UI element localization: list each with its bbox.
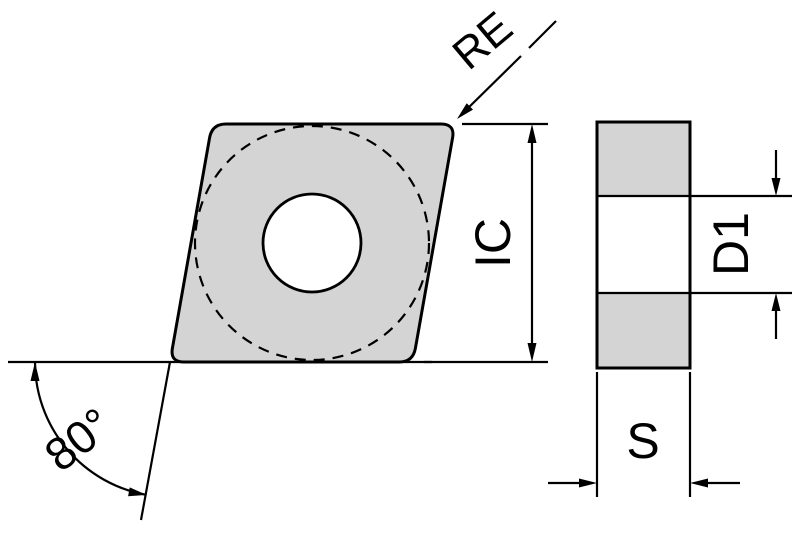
front-view [8,122,455,521]
d1-dimension: D1 [703,150,781,339]
d1-arrowhead-top-icon [771,178,781,196]
s-dimension: S [548,372,740,497]
s-arrowhead-left-icon [579,478,597,488]
re-annotation: RE [444,2,557,119]
side-view-bottom-band [597,293,690,368]
ic-label: IC [465,218,521,268]
side-view [595,120,792,370]
ic-dimension: IC [424,122,548,364]
d1-label: D1 [703,212,759,276]
ic-arrowhead-top-icon [527,124,537,143]
s-arrowhead-right-icon [690,478,708,488]
re-leader-line [462,55,522,114]
angle-arrowhead-bottom-icon [128,487,147,497]
s-label: S [626,413,659,469]
re-arrowhead-icon [457,103,473,119]
angle-label: 80° [35,397,122,481]
angle-arrowhead-top-icon [30,362,40,381]
center-hole [261,192,363,294]
side-view-top-band [597,122,690,196]
angle-arc [33,361,147,496]
angle-extension-line [139,361,172,521]
ic-arrowhead-bottom-icon [527,343,537,362]
d1-arrowhead-bottom-icon [771,293,781,311]
inscribed-circle-dashed [193,124,431,362]
angle-dimension: 80° [30,361,147,497]
side-view-outline [595,120,692,370]
re-leader-line-tail [528,20,557,49]
